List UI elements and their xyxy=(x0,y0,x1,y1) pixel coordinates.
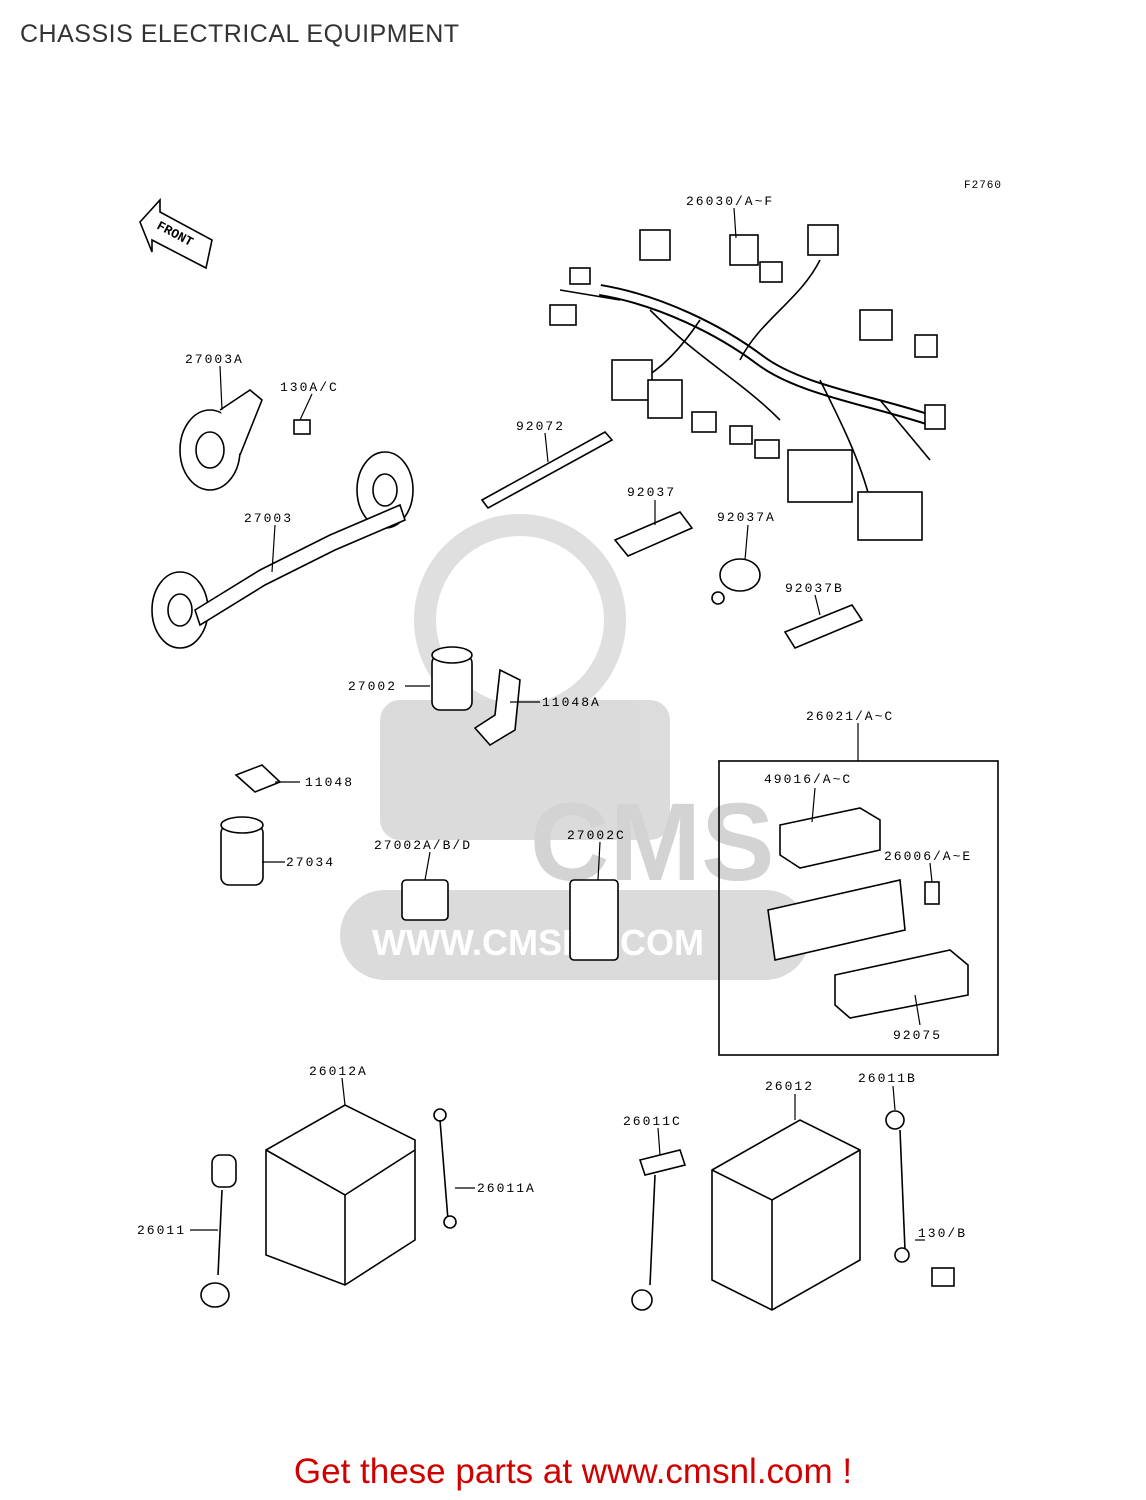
cable-26011b xyxy=(885,1110,910,1263)
label-battery: 26012 xyxy=(765,1079,814,1094)
footer-link[interactable]: Get these parts at www.cmsnl.com ! xyxy=(293,1452,853,1491)
label-cable-c: 26011C xyxy=(623,1114,682,1129)
cable-26011c xyxy=(631,1149,687,1311)
horn-pair xyxy=(151,451,414,649)
label-clamp-1: 92037 xyxy=(627,485,676,500)
label-harness: 26030/A~F xyxy=(686,194,774,209)
label-cable-a: 26011A xyxy=(477,1181,536,1196)
clamp-92037 xyxy=(613,511,694,557)
battery-26012 xyxy=(711,1119,861,1311)
fuse-box-frame xyxy=(718,760,999,1056)
label-relay-round: 27034 xyxy=(286,855,335,870)
bolt-130b xyxy=(931,1267,955,1287)
cable-26011 xyxy=(200,1154,237,1308)
label-clamp-3: 92037B xyxy=(785,581,844,596)
label-cable: 26011 xyxy=(137,1223,186,1238)
label-fuse-lid: 92075 xyxy=(893,1028,942,1043)
label-battery-a: 26012A xyxy=(309,1064,368,1079)
label-fuse-box: 26021/A~C xyxy=(806,709,894,724)
band-92072 xyxy=(480,430,614,510)
relay-27002 xyxy=(431,646,473,711)
relay-27002abd xyxy=(401,879,449,921)
bracket-11048 xyxy=(234,764,282,793)
label-bracket: 11048 xyxy=(305,775,354,790)
cable-26011a xyxy=(433,1108,457,1229)
bracket-11048a xyxy=(473,668,521,747)
parts-diagram: CMS WWW.CMSNL.COM FRONT xyxy=(137,194,999,1311)
relay-27002c xyxy=(569,879,619,961)
leader-lines xyxy=(190,207,933,1241)
label-horn-a: 27003A xyxy=(185,352,244,367)
label-relay-main: 27002 xyxy=(348,679,397,694)
label-fuse: 26006/A~E xyxy=(884,849,972,864)
page-title: CHASSIS ELECTRICAL EQUIPMENT xyxy=(20,20,460,48)
wiring-harness xyxy=(549,224,946,541)
label-horn-pair: 27003 xyxy=(244,511,293,526)
battery-26012a xyxy=(265,1104,416,1286)
label-bolt-battery: 130/B xyxy=(918,1226,967,1241)
figure-reference: F2760 xyxy=(964,180,1003,192)
label-relay-c: 27002C xyxy=(567,828,626,843)
label-bolt-horn: 130A/C xyxy=(280,380,339,395)
watermark-url: WWW.CMSNL.COM xyxy=(372,922,704,963)
label-fuse-cover: 49016/A~C xyxy=(764,772,852,787)
label-cable-b: 26011B xyxy=(858,1071,917,1086)
relay-27034 xyxy=(220,816,264,886)
label-clamp-2: 92037A xyxy=(717,510,776,525)
horn-single xyxy=(179,389,311,491)
label-band: 92072 xyxy=(516,419,565,434)
label-relay-abd: 27002A/B/D xyxy=(374,838,472,853)
clamp-92037b xyxy=(783,604,864,650)
front-arrow: FRONT xyxy=(139,197,213,270)
label-bracket-a: 11048A xyxy=(542,695,601,710)
clamp-92037a xyxy=(711,558,761,605)
